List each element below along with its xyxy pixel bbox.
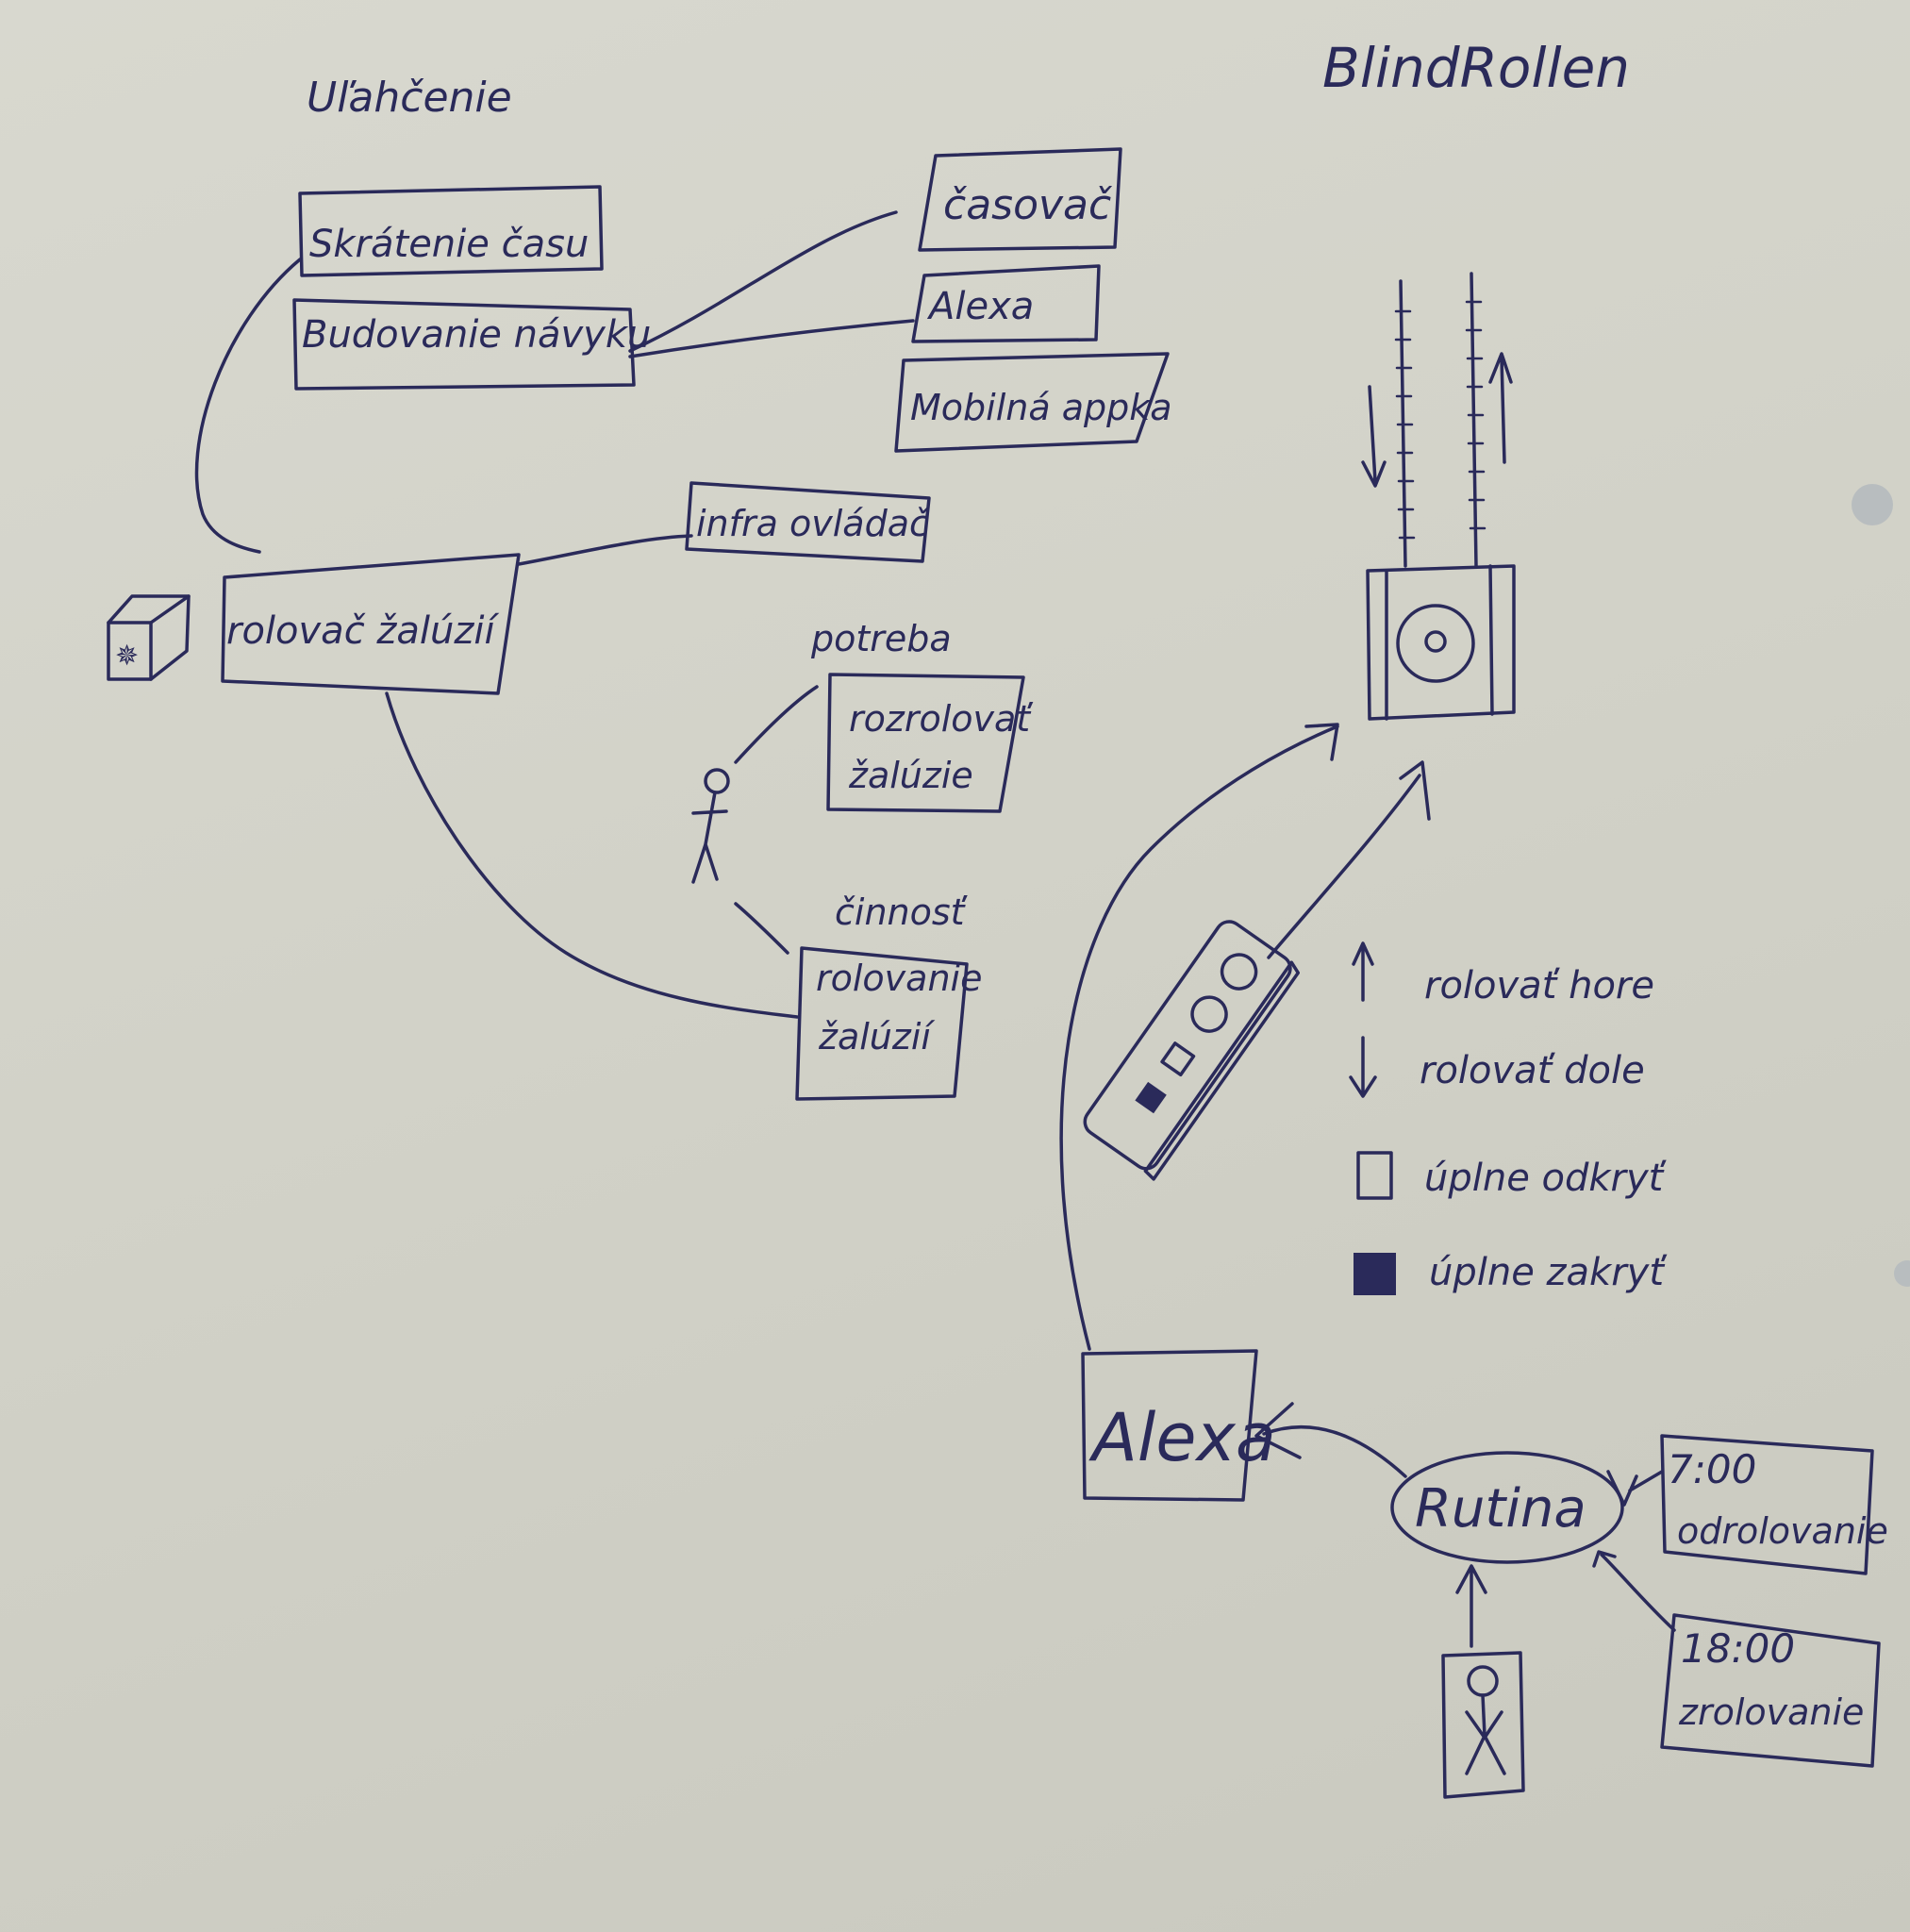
remote-control-icon — [1083, 920, 1301, 1181]
rolovac-box — [221, 553, 521, 695]
link-rolovac-infra — [517, 534, 693, 566]
morning-time: 7:00 — [1668, 1446, 1756, 1492]
casovac-box — [918, 147, 1122, 252]
device-cube-icon: ✵ — [107, 594, 191, 681]
link-remote-mechanism — [1267, 760, 1431, 959]
svg-text:✵: ✵ — [115, 640, 139, 673]
potreba-heading: potreba — [810, 618, 952, 659]
link-person-potreba — [734, 685, 819, 764]
punch-hole-bottom — [1894, 1260, 1910, 1287]
legend-open-label: úplne odkryť — [1424, 1157, 1668, 1200]
cinnost-box — [795, 946, 969, 1101]
cinnost-line1: rolovanie — [816, 958, 982, 999]
infra-box — [685, 481, 931, 563]
legend-down-arrow-icon — [1349, 1036, 1377, 1098]
link-morning-rutina — [1606, 1470, 1664, 1507]
link-alexa-mechanism — [1059, 723, 1339, 1351]
right-title: BlindRollen — [1322, 36, 1630, 100]
legend: rolovať hore rolovať dole úplne odkryť ú… — [1349, 941, 1668, 1295]
link-rolovac-skratenie — [194, 258, 302, 554]
link-budovanie-alexa — [628, 319, 915, 358]
alexa-device-label: Alexa — [1088, 1399, 1276, 1476]
blind-mechanism-icon — [1361, 272, 1516, 721]
budovanie-box — [292, 298, 636, 391]
link-evening-rutina — [1592, 1550, 1676, 1632]
evening-time: 18:00 — [1681, 1625, 1795, 1672]
legend-up-label: rolovať hore — [1424, 964, 1654, 1008]
alexa-small-label: Alexa — [926, 285, 1034, 328]
budovanie-label: Budovanie návyku — [302, 313, 651, 357]
infra-label: infra ovládač — [696, 503, 930, 544]
morning-box — [1660, 1434, 1874, 1575]
link-rolovac-cinnost — [385, 691, 799, 1019]
mobilna-box — [894, 352, 1170, 453]
link-user-rutina — [1455, 1564, 1487, 1648]
person-figure-icon — [691, 768, 730, 884]
legend-up-arrow-icon — [1352, 941, 1374, 1002]
casovac-label: časovač — [943, 181, 1113, 229]
link-budovanie-casovac — [628, 210, 898, 353]
punch-hole-top — [1852, 484, 1893, 525]
link-person-cinnost — [734, 902, 789, 955]
rutina-label: Rutina — [1415, 1478, 1586, 1540]
link-rutina-alexa — [1254, 1402, 1407, 1478]
legend-close-label: úplne zakryť — [1429, 1251, 1668, 1294]
alexa-device-box — [1081, 1349, 1258, 1502]
skratenie-label: Skrátenie času — [309, 223, 589, 266]
evening-action: zrolovanie — [1678, 1691, 1864, 1733]
potreba-line2: žalúzie — [848, 755, 973, 796]
potreba-line1: rozrolovať — [849, 698, 1034, 740]
morning-action: odrolovanie — [1677, 1510, 1888, 1552]
left-title: Uľahčenie — [307, 74, 512, 122]
evening-box — [1660, 1613, 1881, 1768]
cinnost-line2: žalúzií — [818, 1016, 936, 1058]
potreba-box — [826, 673, 1025, 813]
rutina-ellipse — [1390, 1451, 1624, 1564]
alexa-small-box — [911, 264, 1101, 343]
mobilna-label: Mobilná appka — [910, 387, 1172, 428]
legend-open-square-icon — [1356, 1151, 1393, 1200]
legend-close-square-icon — [1354, 1253, 1396, 1295]
rolovac-label: rolovač žalúzií — [226, 609, 499, 653]
user-figure-icon — [1441, 1651, 1525, 1799]
legend-down-label: rolovať dole — [1420, 1049, 1645, 1092]
cinnost-heading: činnosť — [835, 891, 969, 933]
skratenie-box — [298, 185, 604, 277]
